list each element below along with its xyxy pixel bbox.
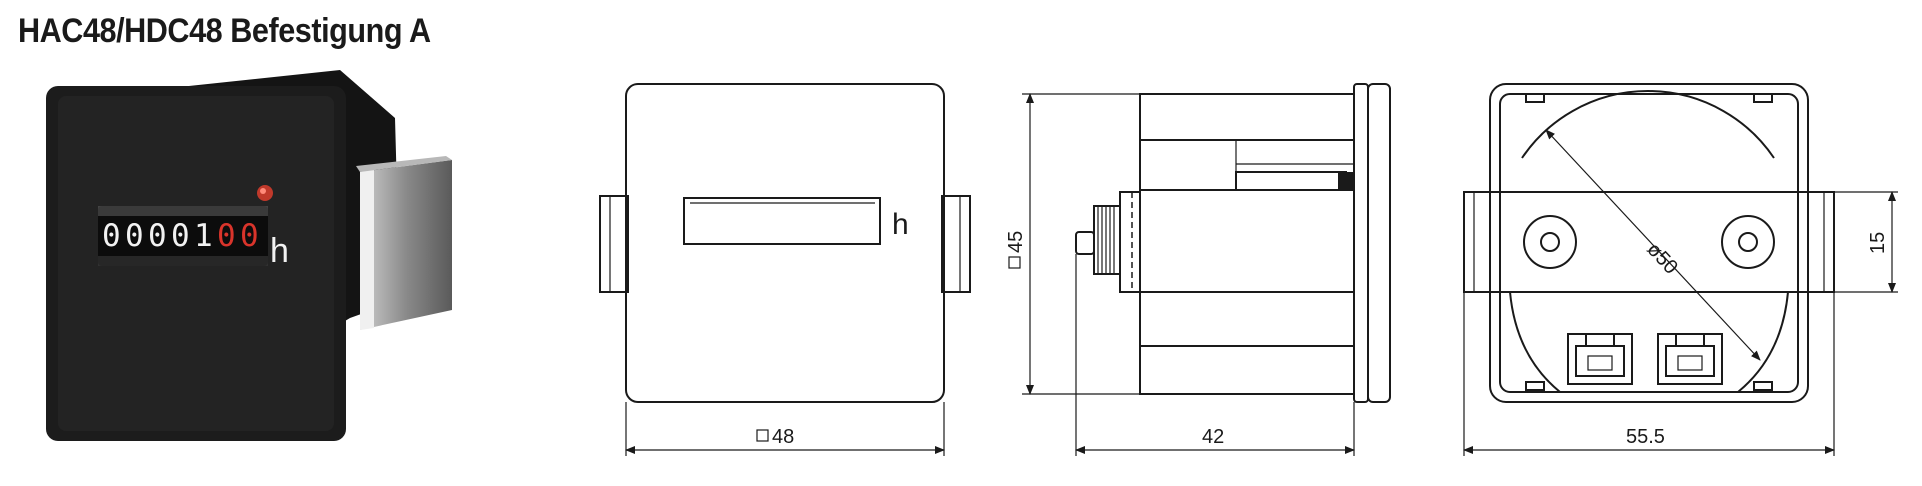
square-symbol-icon [1008, 256, 1021, 269]
side-depth-label: 42 [1202, 426, 1224, 448]
counter-digit-red: 0 [217, 218, 236, 254]
side-clip-band [1139, 189, 1355, 293]
back-connector-right [1657, 333, 1723, 385]
front-display-window [683, 197, 881, 245]
counter-digit: 0 [102, 218, 121, 254]
page-title: HAC48/HDC48 Befestigung A [18, 12, 431, 50]
front-left-clip [599, 195, 629, 293]
counter-digit: 0 [171, 218, 190, 254]
back-diameter-label: ø50 [1642, 238, 1682, 278]
front-view: h 48 [599, 83, 971, 456]
back-frame-outer [1489, 83, 1809, 403]
photo-unit-label: h [270, 232, 289, 270]
front-right-clip [941, 195, 971, 293]
square-symbol-icon [756, 429, 769, 442]
metal-clip [360, 160, 452, 330]
back-band-label: 15 [1867, 232, 1889, 254]
front-width-label: 48 [772, 426, 794, 448]
counter-digit: 1 [194, 218, 213, 254]
product-photo: 0 0 0 0 1 0 0 h [46, 70, 452, 441]
back-circle-top-arc [1521, 90, 1775, 159]
counter-digits: 0 0 0 0 1 0 0 [102, 218, 259, 254]
back-mounting-band [1463, 191, 1835, 293]
back-diameter-dimension [1545, 129, 1761, 361]
back-width-label: 55.5 [1626, 426, 1665, 448]
back-frame-inner [1499, 93, 1799, 393]
side-height-label: 45 [1005, 231, 1027, 253]
counter-digit: 0 [148, 218, 167, 254]
counter-digit: 0 [125, 218, 144, 254]
metal-clip-edge [360, 168, 374, 330]
side-front-flange [1353, 83, 1369, 403]
side-view: 45 42 [1005, 83, 1391, 456]
back-screw-right [1721, 215, 1775, 269]
counter-digit-red: 0 [240, 218, 259, 254]
back-screw-left [1523, 215, 1577, 269]
counter-window [98, 206, 268, 266]
back-view: ø50 15 55.5 [1463, 83, 1898, 456]
front-panel-outline [625, 83, 945, 403]
front-unit-label: h [892, 208, 909, 241]
back-connector-left [1567, 333, 1633, 385]
